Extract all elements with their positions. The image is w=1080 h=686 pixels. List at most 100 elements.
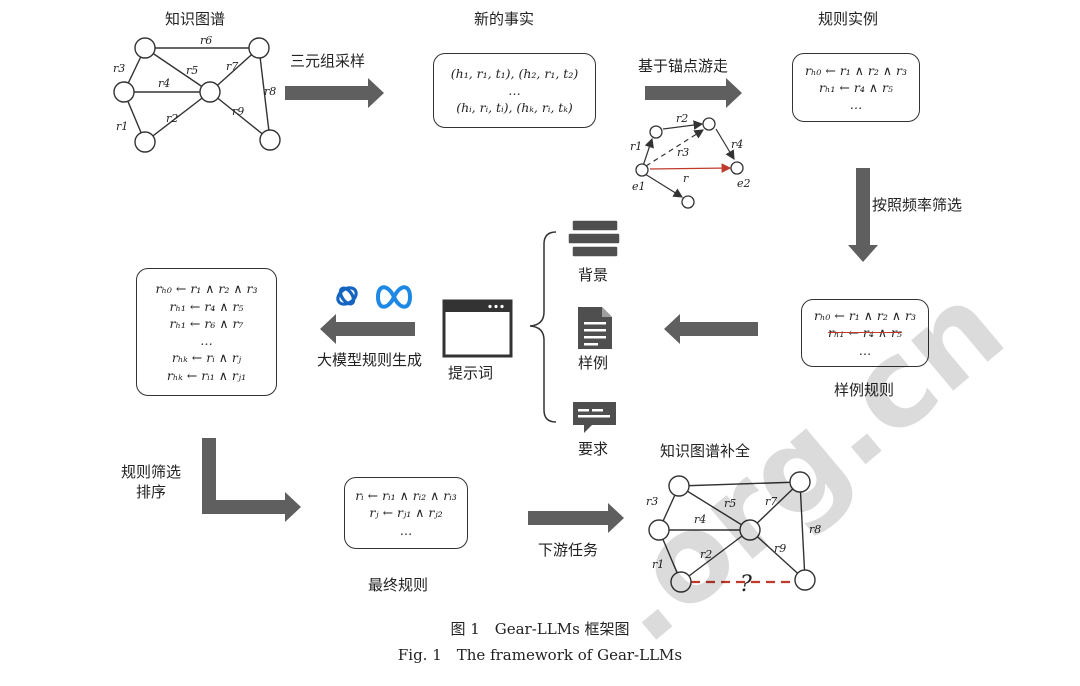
kg2-node (794, 569, 816, 591)
flow-arrows (202, 78, 878, 533)
rule-line: … (200, 333, 213, 348)
kg2-edge-label: r4 (694, 513, 706, 526)
new-facts-box: (h₁, r₁, t₁), (h₂, r₁, t₂) … (hᵢ, rᵢ, tᵢ… (433, 53, 596, 128)
walk-label: r (683, 172, 689, 185)
knowledge-graph-nodes (113, 37, 281, 153)
arrow-left-examples (664, 314, 758, 344)
walk-label: e1 (632, 180, 646, 193)
kg2-node (789, 471, 811, 493)
fact-line: … (508, 82, 521, 98)
kg-edge-label: r6 (200, 34, 212, 47)
walk-node (702, 117, 716, 131)
arrow-right-downstream (528, 503, 624, 533)
rule-line: rₕ₀ ← r₁ ∧ r₂ ∧ r₃ (155, 281, 258, 297)
final-rules-label: 最终规则 (368, 576, 429, 594)
generated-rules-box: rₕ₀ ← r₁ ∧ r₂ ∧ r₃ rₕ₁ ← r₄ ∧ r₅ rₕ₁ ← r… (136, 268, 277, 396)
kg2-edge-label: r8 (809, 523, 821, 536)
walk-node (649, 125, 663, 139)
chat-bubble-icon (573, 402, 616, 433)
rule-line: rₕ₁ ← r₄ ∧ r₅ (819, 79, 893, 95)
rule-line: … (399, 522, 413, 538)
kg2-edge-label: r9 (774, 542, 786, 555)
kg2-node (648, 519, 670, 541)
final-rules-box: rᵢ ← rᵢ₁ ∧ rᵢ₂ ∧ rᵢ₃ rⱼ ← rⱼ₁ ∧ rⱼ₂ … (344, 477, 468, 549)
question-mark: ? (740, 572, 752, 597)
kg-title: 知识图谱 (165, 10, 226, 28)
kg2-node (670, 571, 692, 593)
kg2-edge-label: r3 (646, 495, 658, 508)
rule-line: rₕ₁ ← r₆ ∧ r₇ (169, 315, 244, 331)
completed-knowledge-graph (658, 481, 806, 583)
kg-node (248, 37, 270, 59)
kg-edge-label: r2 (166, 112, 178, 125)
new-facts-title: 新的事实 (474, 10, 535, 28)
kg-completion-label: 知识图谱补全 (660, 442, 751, 460)
walk-label: e2 (737, 177, 751, 190)
kg2-node (668, 475, 690, 497)
kg2-node (739, 519, 761, 541)
kg2-edge-label: r2 (700, 548, 712, 561)
example-rules-box: rₕ₀ ← r₁ ∧ r₂ ∧ r₃ rₕ₁ ← r₄ ∧ r₅ … (801, 299, 929, 367)
rule-line: rᵢ ← rᵢ₁ ∧ rᵢ₂ ∧ rᵢ₃ (355, 488, 457, 504)
examples-label: 样例 (578, 354, 609, 372)
requirements-label: 要求 (578, 440, 609, 458)
walk-node-e2 (730, 161, 744, 175)
kg-node (199, 81, 221, 103)
kg-edge-label: r5 (186, 64, 198, 77)
rule-line: rₕₖ ← rᵢ₁ ∧ rⱼ₁ (166, 367, 247, 383)
rule-filter-label: 规则筛选 (121, 463, 182, 481)
rule-line-struck: rₕ₁ ← r₄ ∧ r₅ (828, 325, 902, 341)
kg-edge-label: r7 (226, 60, 238, 73)
kg-node (134, 37, 156, 59)
kg2-edge-label: r7 (765, 495, 777, 508)
prompt-window-icon (442, 299, 513, 358)
kg-node (134, 131, 156, 153)
background-label: 背景 (578, 266, 609, 284)
fact-line: (hᵢ, rᵢ, tᵢ), (hₖ, rᵢ, tₖ) (456, 100, 573, 116)
kg-node (259, 129, 281, 151)
kg-edge-label: r9 (232, 105, 244, 118)
caption-cn: 图 1 Gear-LLMs 框架图 (450, 620, 630, 638)
arrow-right-walk (645, 78, 742, 108)
arrow-elbow-rank (202, 438, 301, 522)
downstream-label: 下游任务 (538, 541, 599, 559)
walk-label: r3 (677, 146, 689, 159)
brace (529, 231, 557, 423)
walk-label: r4 (731, 138, 743, 151)
arrow-right-sampling (285, 78, 384, 108)
anchor-walk (642, 120, 735, 198)
meta-logo-icon (375, 285, 413, 309)
caption-en: Fig. 1 The framework of Gear-LLMs (397, 646, 683, 664)
kg-edge-label: r1 (116, 120, 128, 133)
document-icon (578, 307, 612, 349)
rule-line: … (849, 97, 863, 113)
knowledge-graph (123, 47, 271, 143)
kg2-edge-label: r5 (724, 497, 736, 510)
rule-line: rₕ₁ ← r₄ ∧ r₅ (169, 298, 244, 314)
kg-edge-label: r4 (158, 77, 170, 90)
walk-node (681, 195, 695, 209)
rule-line: rₕ₀ ← r₁ ∧ r₂ ∧ r₃ (814, 308, 916, 324)
arrow-down-filter (848, 168, 878, 262)
kg-edge-label: r3 (113, 62, 125, 75)
prompt-label: 提示词 (448, 364, 494, 382)
triple-sampling-label: 三元组采样 (290, 52, 366, 70)
anchor-walk-label: 基于锚点游走 (638, 57, 729, 75)
books-icon (567, 219, 621, 258)
kg-edge-label: r8 (264, 85, 276, 98)
fact-line: (h₁, r₁, t₁), (h₂, r₁, t₂) (450, 65, 579, 81)
walk-label: r1 (630, 140, 642, 153)
freq-filter-label: 按照频率筛选 (872, 196, 963, 214)
rule-line: rⱼ ← rⱼ₁ ∧ rⱼ₂ (369, 505, 443, 521)
walk-node-e1 (635, 163, 649, 177)
rule-instances-title: 规则实例 (818, 10, 879, 28)
rule-line: rₕ₀ ← r₁ ∧ r₂ ∧ r₃ (805, 62, 907, 78)
rule-line: rₕₖ ← rᵢ ∧ rⱼ (171, 350, 242, 366)
llm-logo-icon (336, 286, 358, 306)
example-rules-label: 样例规则 (834, 381, 895, 399)
kg-node (113, 81, 135, 103)
kg2-edge-label: r1 (652, 558, 664, 571)
arrow-left-llm (320, 314, 415, 344)
walk-label: r2 (676, 112, 688, 125)
